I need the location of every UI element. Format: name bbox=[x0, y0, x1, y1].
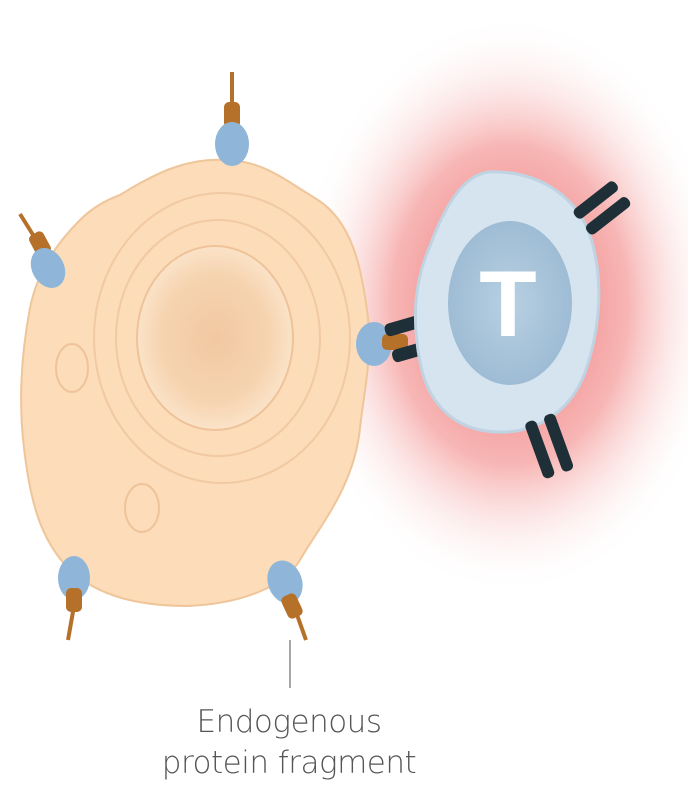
mhc-molecule-top bbox=[215, 72, 249, 166]
t-cell-label: T bbox=[479, 251, 536, 356]
mhc-molecule-bottom-left bbox=[58, 556, 90, 640]
caption-line-1: Endogenous bbox=[144, 704, 434, 740]
antigen-presenting-cell bbox=[21, 160, 369, 606]
caption-line-2: protein fragment bbox=[144, 745, 434, 781]
nucleus bbox=[137, 246, 293, 430]
